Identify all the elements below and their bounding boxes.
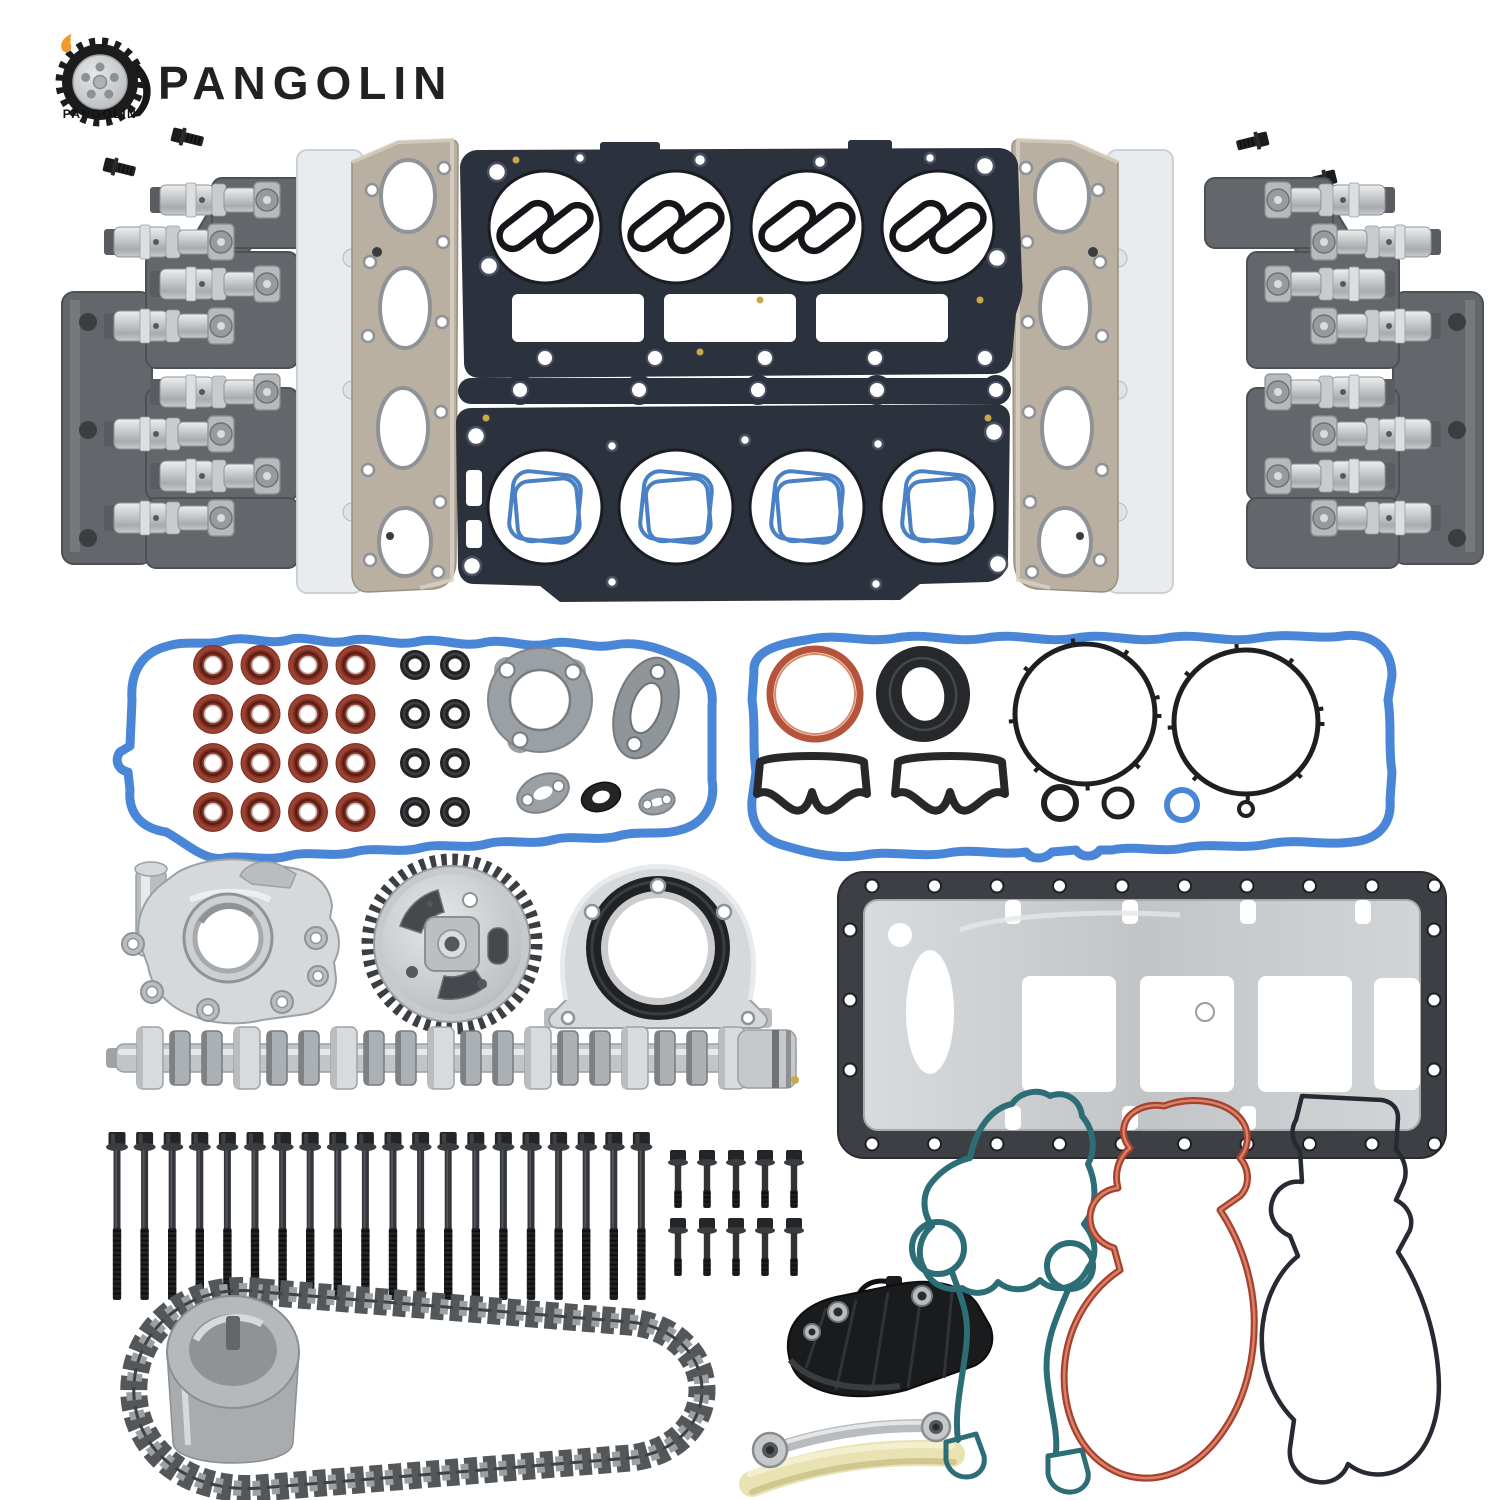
mds-lifters-right — [1204, 177, 1484, 569]
brand-header: PANGOLIN PANGOLIN — [55, 34, 453, 127]
tensioner-bolts — [803, 1285, 933, 1341]
small-orings — [398, 648, 472, 829]
timing-cover-gasket-red — [1060, 1097, 1258, 1482]
misc-orings — [1041, 784, 1255, 823]
head-bolt-set — [106, 1132, 652, 1300]
intake-runner-gaskets — [753, 752, 1009, 815]
timing-cover-gasket-teal — [909, 1088, 1098, 1495]
oil-pump — [121, 858, 340, 1025]
chain-guide — [739, 1411, 965, 1497]
valve-cover-gasket-left — [112, 633, 718, 863]
valve-stem-seals — [191, 643, 378, 834]
camshaft — [106, 1026, 799, 1090]
large-oring-2 — [1167, 643, 1325, 801]
logo-banner-text: PANGOLIN — [63, 107, 137, 121]
head-gasket-bottom — [456, 374, 1012, 602]
valve-cover-gasket-right — [747, 630, 1397, 863]
egr-gasket-3 — [638, 788, 676, 816]
exhaust-flange-gasket-round — [487, 647, 593, 753]
front-crank-oring — [766, 645, 864, 743]
egr-gasket-1 — [516, 772, 570, 814]
exhaust-manifold-gasket-left — [295, 138, 460, 595]
brand-title: PANGOLIN — [158, 57, 453, 109]
crank-seal — [875, 646, 971, 742]
egr-gasket-2 — [580, 781, 622, 813]
cover-gasket-black — [1259, 1093, 1442, 1485]
brand-logo-icon: PANGOLIN — [55, 34, 151, 127]
crank-sprocket — [166, 1295, 300, 1464]
cam-phaser — [361, 853, 543, 1035]
oil-pan-gasket — [837, 871, 1447, 1159]
head-gasket-top — [460, 140, 1023, 378]
large-oring-1 — [1008, 637, 1162, 791]
sensor-bolts-left — [102, 125, 205, 180]
short-bolt-set — [668, 1150, 804, 1276]
rear-main-seal — [544, 864, 772, 1029]
exhaust-flange-gasket-oval — [612, 656, 680, 760]
timing-tensioner — [786, 1276, 994, 1398]
oil-pump-ears — [121, 926, 329, 1022]
exhaust-manifold-gasket-right — [1010, 138, 1175, 595]
